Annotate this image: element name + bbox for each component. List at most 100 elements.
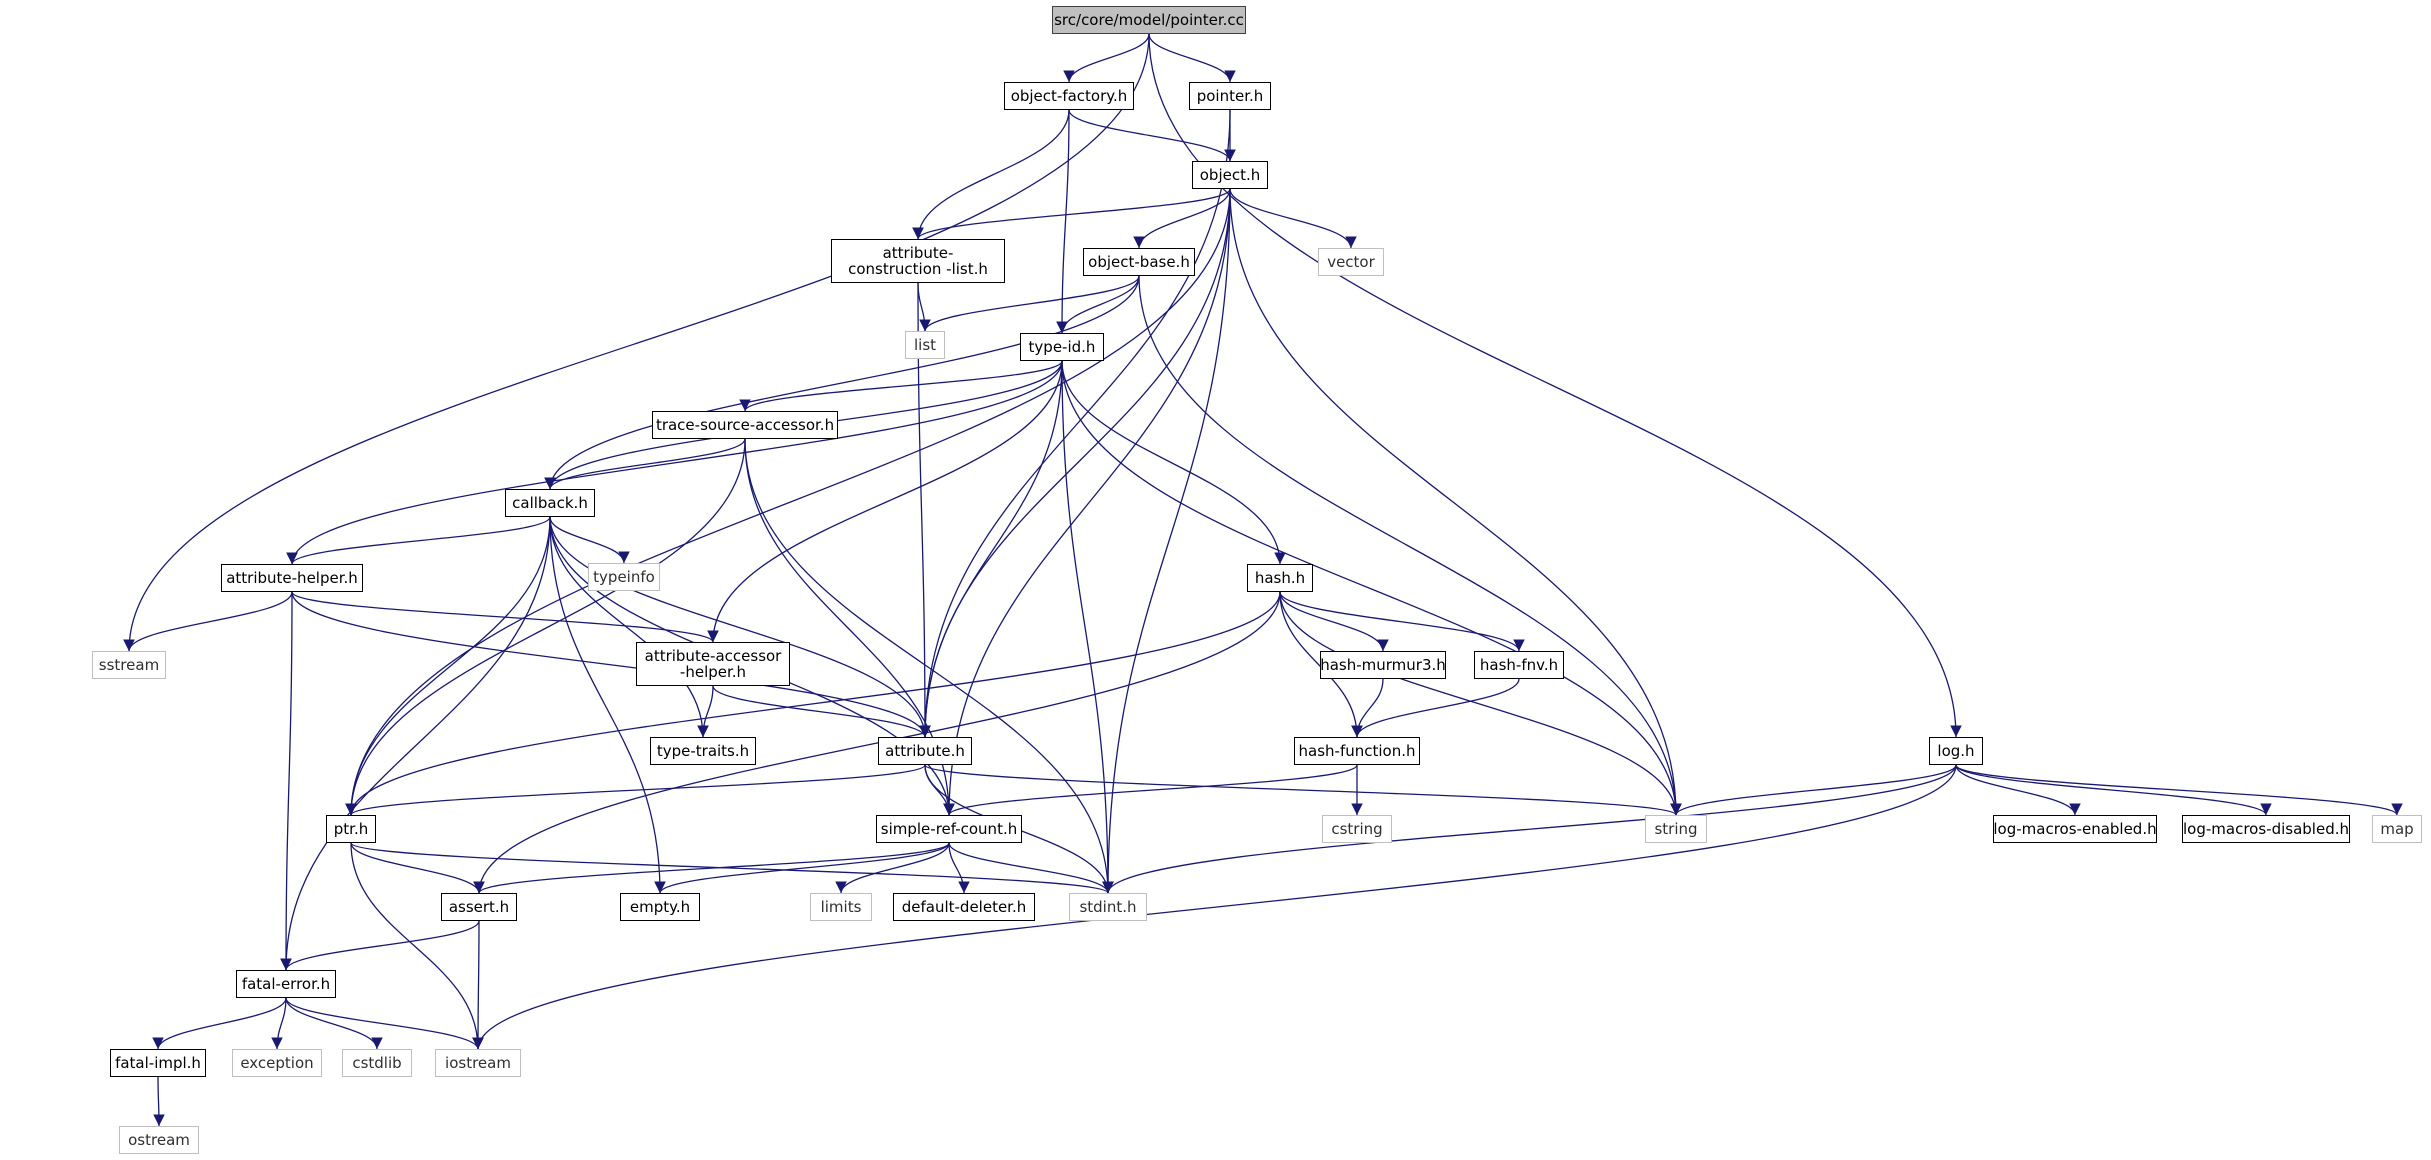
node-hash-fnv-h[interactable]: hash-fnv.h — [1474, 651, 1564, 679]
node-cstring[interactable]: cstring — [1322, 815, 1392, 843]
edge-type_id-to-stdint — [1061, 360, 1114, 894]
node-hash-h[interactable]: hash.h — [1247, 564, 1313, 592]
edge-hash_murmur-to-hash_function — [1351, 678, 1384, 738]
node-hash-murmur3-h[interactable]: hash-murmur3.h — [1320, 651, 1446, 679]
edge-log-to-string — [1670, 764, 1957, 816]
edge-type_id-to-attribute — [919, 360, 1063, 738]
node-log-macros-disabled-h[interactable]: log-macros-disabled.h — [2182, 815, 2350, 843]
edge-root-to-pointer — [1148, 33, 1236, 83]
node-attribute-accessor-helper-h[interactable]: attribute-accessor -helper.h — [636, 642, 790, 686]
edge-trace_src-to-callback — [544, 438, 746, 490]
edge-log-to-stdint — [1102, 764, 1957, 894]
node-assert-h[interactable]: assert.h — [441, 893, 517, 921]
edge-attr_helper-to-sstream — [123, 591, 293, 652]
edge-object-to-string — [1229, 188, 1682, 816]
edge-hash_function-to-simple_ref — [943, 764, 1358, 816]
edge-attr_acc-to-type_traits — [697, 685, 714, 738]
node-pointer-h[interactable]: pointer.h — [1189, 82, 1271, 110]
edge-type_id-to-attr_helper — [286, 360, 1063, 565]
node-cstdlib[interactable]: cstdlib — [342, 1049, 412, 1077]
edge-fatal_error-to-fatal_impl — [152, 997, 287, 1050]
edge-fatal_impl-to-ostream — [153, 1076, 165, 1127]
edge-ptr-to-iostream — [350, 842, 484, 1050]
node-ostream[interactable]: ostream — [119, 1126, 199, 1154]
edge-object_base-to-string — [1138, 275, 1682, 816]
edge-object_base-to-list — [919, 275, 1140, 332]
edge-fatal_error-to-exception — [271, 997, 287, 1050]
edge-callback-to-typeinfo — [549, 516, 630, 564]
edge-object_factory-to-attr_cons — [912, 109, 1070, 240]
edge-callback-to-type_traits — [549, 516, 709, 738]
edge-attr_helper-to-fatal_error — [280, 591, 293, 971]
edge-ptr-to-assert — [350, 842, 485, 894]
edge-object-to-object_base — [1133, 188, 1231, 249]
edge-log-to-iostream — [472, 764, 1957, 1050]
node-exception[interactable]: exception — [232, 1049, 322, 1077]
node-default-deleter-h[interactable]: default-deleter.h — [893, 893, 1035, 921]
node-trace-source-accessor-h[interactable]: trace-source-accessor.h — [652, 411, 838, 439]
edge-assert-to-iostream — [472, 920, 484, 1050]
edge-ptr-to-stdint — [350, 842, 1114, 894]
node-object-base-h[interactable]: object-base.h — [1083, 248, 1195, 276]
edge-object_base-to-callback — [544, 275, 1140, 490]
edge-assert-to-fatal_error — [280, 920, 480, 971]
edge-fatal_error-to-cstdlib — [285, 997, 383, 1050]
edge-object-to-vector — [1229, 188, 1357, 249]
edge-type_id-to-hash — [1061, 360, 1286, 565]
edge-object-to-stdint — [1102, 188, 1231, 894]
node-fatal-error-h[interactable]: fatal-error.h — [236, 970, 336, 998]
node-callback-h[interactable]: callback.h — [505, 489, 595, 517]
edge-attr_helper-to-attr_acc — [291, 591, 719, 643]
edge-hash-to-hash_function — [1279, 591, 1363, 738]
edge-attribute-to-string — [924, 764, 1682, 816]
node-log-h[interactable]: log.h — [1929, 737, 1983, 765]
node-vector[interactable]: vector — [1318, 248, 1384, 276]
node-limits[interactable]: limits — [810, 893, 872, 921]
edge-root-to-sstream — [123, 33, 1150, 652]
edge-object-to-ptr — [345, 188, 1231, 816]
node-hash-function-h[interactable]: hash-function.h — [1294, 737, 1420, 765]
node-fatal-impl-h[interactable]: fatal-impl.h — [110, 1049, 206, 1077]
edge-hash-to-hash_murmur — [1279, 591, 1389, 652]
node-sstream[interactable]: sstream — [92, 651, 166, 679]
edge-type_id-to-trace_src — [739, 360, 1063, 412]
node-object-factory-h[interactable]: object-factory.h — [1004, 82, 1134, 110]
edge-object-to-attr_cons — [912, 188, 1231, 240]
node-stdint-h[interactable]: stdint.h — [1069, 893, 1147, 921]
node-attribute-helper-h[interactable]: attribute-helper.h — [221, 564, 363, 592]
node-simple-ref-count-h[interactable]: simple-ref-count.h — [876, 815, 1022, 843]
edge-simple_ref-to-default_deleter — [948, 842, 970, 894]
node-list[interactable]: list — [905, 331, 945, 359]
edge-attr_helper-to-attribute — [291, 591, 931, 738]
edge-attribute-to-simple_ref — [924, 764, 955, 816]
edge-simple_ref-to-empty — [654, 842, 950, 894]
node-type-traits-h[interactable]: type-traits.h — [650, 737, 756, 765]
node-empty-h[interactable]: empty.h — [620, 893, 700, 921]
node-attribute-h[interactable]: attribute.h — [878, 737, 972, 765]
node-string[interactable]: string — [1645, 815, 1707, 843]
edge-root-to-object_factory — [1063, 33, 1150, 83]
edge-simple_ref-to-limits — [835, 842, 950, 894]
node-object-h[interactable]: object.h — [1192, 161, 1268, 189]
node-typeinfo[interactable]: typeinfo — [588, 563, 660, 591]
node-ptr-h[interactable]: ptr.h — [326, 815, 376, 843]
node-pointer-cc[interactable]: src/core/model/pointer.cc — [1052, 6, 1246, 34]
edge-trace_src-to-ptr — [345, 438, 746, 816]
edge-pointer-to-attribute — [919, 109, 1231, 738]
node-iostream[interactable]: iostream — [435, 1049, 521, 1077]
node-map[interactable]: map — [2372, 815, 2422, 843]
edge-type_id-to-string — [1061, 360, 1682, 816]
edge-trace_src-to-stdint — [744, 438, 1114, 894]
edge-attribute-to-ptr — [345, 764, 926, 816]
node-log-macros-enabled-h[interactable]: log-macros-enabled.h — [1993, 815, 2157, 843]
edge-root-to-log — [1148, 33, 1962, 738]
edge-object-to-simple_ref — [943, 188, 1231, 816]
node-type-id-h[interactable]: type-id.h — [1020, 333, 1104, 361]
edge-log-to-log_en — [1955, 764, 2081, 816]
edge-log-to-map — [1955, 764, 2403, 816]
edge-simple_ref-to-stdint — [948, 842, 1114, 894]
node-attribute-construction-list-h[interactable]: attribute-construction -list.h — [831, 239, 1005, 283]
edge-callback-to-empty — [549, 516, 666, 894]
edge-attr_cons-to-list — [917, 282, 931, 332]
